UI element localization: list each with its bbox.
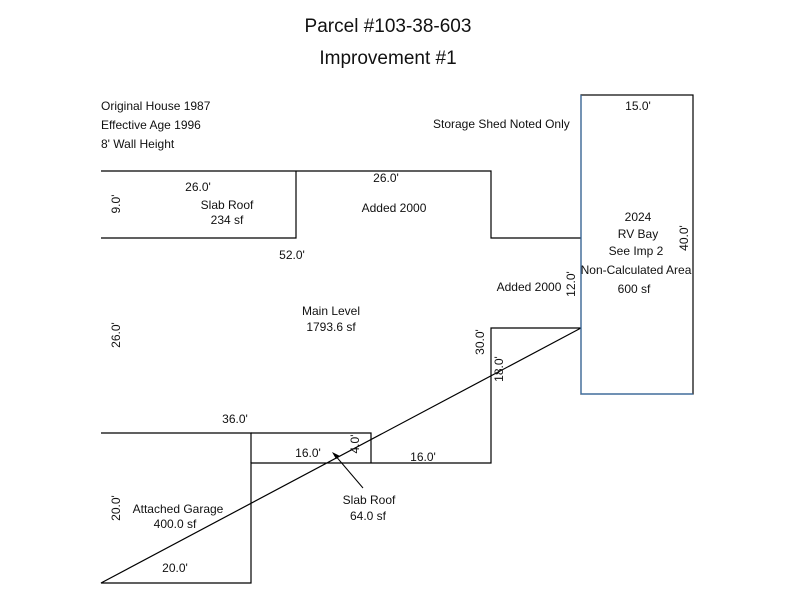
main-dim-right-upper: 30.0' <box>473 329 487 355</box>
rv-bay-height: 40.0' <box>677 225 691 251</box>
rv-bay-width: 15.0' <box>625 99 651 113</box>
rv-bay-year: 2024 <box>624 210 652 224</box>
garage-name: Attached Garage <box>132 502 224 516</box>
main-dim-right-lower: 18.0' <box>492 356 506 382</box>
rv-bay-area: 600 sf <box>617 282 651 296</box>
improvement-title: Improvement #1 <box>319 48 457 69</box>
slab-roof-bottom-name: Slab Roof <box>342 493 396 507</box>
rv-bay-ref: See Imp 2 <box>608 244 664 258</box>
main-name: Main Level <box>301 304 361 318</box>
arrow-head-icon <box>332 452 340 459</box>
slab-roof-bottom-area: 64.0 sf <box>349 509 387 523</box>
rv-bay-note: Non-Calculated Area <box>580 263 692 277</box>
slab-roof-bottom-outline <box>251 432 372 463</box>
addition-top-label: Added 2000 <box>361 201 427 215</box>
main-dim-bottom: 36.0' <box>222 412 248 426</box>
note-storage-shed: Storage Shed Noted Only <box>433 117 570 131</box>
rv-bay-name: RV Bay <box>617 227 659 241</box>
main-area: 1793.6 sf <box>306 320 356 334</box>
slab-roof-top-outline <box>101 171 297 239</box>
addition-right-height: 12.0' <box>564 271 578 297</box>
slab-roof-top-width: 26.0' <box>185 180 211 194</box>
slab-roof-top-area: 234 sf <box>210 213 244 227</box>
garage-area: 400.0 sf <box>153 517 197 531</box>
note-wall-height: 8' Wall Height <box>101 137 175 151</box>
garage-outline <box>101 432 252 463</box>
addition-top-width: 26.0' <box>373 171 399 185</box>
main-dim-top: 52.0' <box>279 248 305 262</box>
addition-right-label: Added 2000 <box>496 280 562 294</box>
slab-roof-top-name: Slab Roof <box>200 198 254 212</box>
garage-height: 20.0' <box>109 495 123 521</box>
garage-width: 20.0' <box>162 561 188 575</box>
main-dim-bottom-right: 16.0' <box>410 450 436 464</box>
note-effective-age: Effective Age 1996 <box>101 118 201 132</box>
slab-roof-arrow <box>333 453 364 489</box>
main-dim-left: 26.0' <box>109 322 123 348</box>
slab-roof-bottom-width: 16.0' <box>295 446 321 460</box>
slab-roof-bottom-height: 4.0' <box>348 434 362 454</box>
slab-roof-top-height: 9.0' <box>109 194 123 214</box>
parcel-title: Parcel #103-38-603 <box>304 16 472 37</box>
note-original-house: Original House 1987 <box>101 99 211 113</box>
